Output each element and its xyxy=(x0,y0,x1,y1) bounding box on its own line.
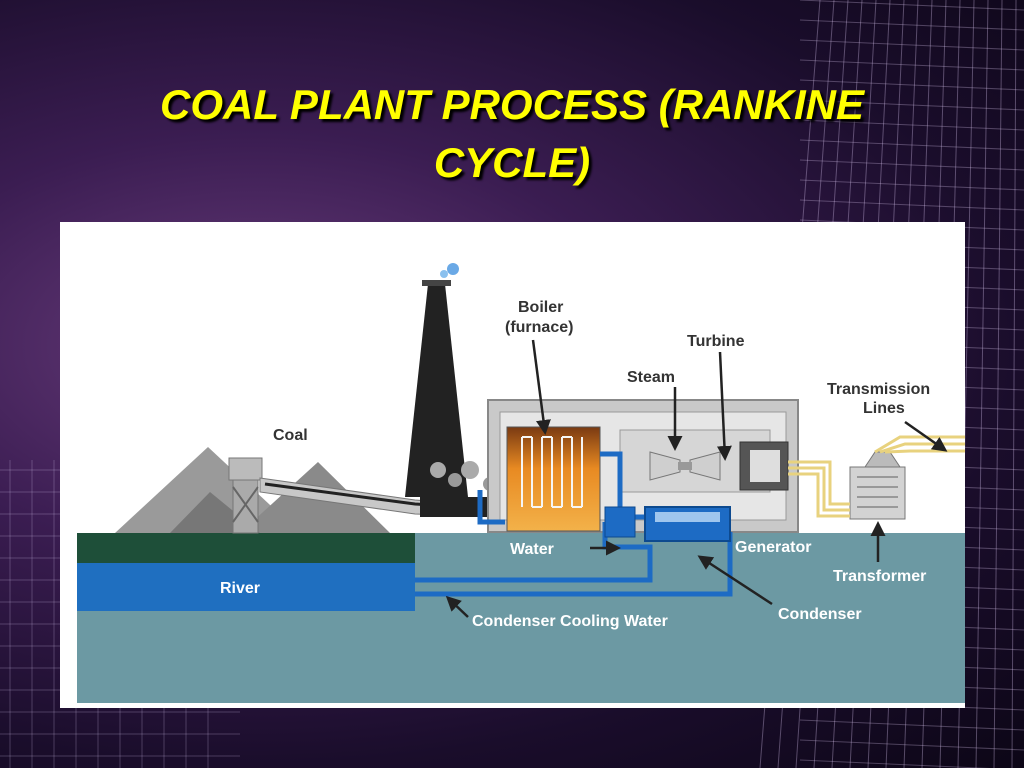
grid-line xyxy=(975,0,989,768)
label-transformer: Transformer xyxy=(833,568,926,585)
grid-line xyxy=(799,719,1024,731)
grid-line xyxy=(993,0,1003,768)
label-turbine: Turbine xyxy=(687,333,745,350)
grid-line xyxy=(799,0,1024,11)
coal-hopper xyxy=(228,457,263,534)
grid-line xyxy=(799,739,1024,751)
grid-line xyxy=(799,79,1024,91)
label-steam: Steam xyxy=(627,369,675,386)
condenser xyxy=(604,506,731,542)
grid-line xyxy=(799,99,1024,111)
grass-bank xyxy=(77,533,415,563)
label-generator: Generator xyxy=(735,539,811,556)
label-arrows xyxy=(445,339,948,618)
generator xyxy=(739,441,789,491)
grid-line xyxy=(1011,0,1017,768)
turbine xyxy=(649,451,721,481)
label-water: Water xyxy=(510,541,554,558)
slide-title-line2: CYCLE) xyxy=(433,139,591,186)
label-transmission-line1: Transmission xyxy=(827,381,930,398)
slide-title: COAL PLANT PROCESS (RANKINE CYCLE) xyxy=(40,76,984,192)
label-boiler-line1: Boiler xyxy=(518,299,563,316)
diagram-panel: Coal Boiler (furnace) Turbine Steam Tran… xyxy=(60,222,965,708)
label-coal: Coal xyxy=(273,427,308,444)
grid-line xyxy=(799,139,1024,151)
grid-line xyxy=(799,179,1024,191)
grid-line xyxy=(799,19,1024,31)
transformer xyxy=(849,451,906,520)
grid-line xyxy=(799,759,991,768)
power-lines xyxy=(788,435,965,518)
label-condenser-cooling-water: Condenser Cooling Water xyxy=(472,613,668,630)
grid-line xyxy=(799,59,1024,71)
label-condenser: Condenser xyxy=(778,606,862,623)
grid-line xyxy=(799,199,1024,211)
boiler-furnace xyxy=(506,426,601,532)
smokestack xyxy=(405,263,468,497)
grid-line xyxy=(799,119,1024,131)
label-river: River xyxy=(220,580,260,597)
river xyxy=(77,563,415,611)
coal-plant-diagram: Coal Boiler (furnace) Turbine Steam Tran… xyxy=(77,263,965,703)
grid-line xyxy=(799,39,1024,51)
label-boiler-line2: (furnace) xyxy=(505,319,573,336)
slide-title-line1: COAL PLANT PROCESS (RANKINE xyxy=(160,81,864,128)
grid-line xyxy=(799,159,1024,171)
label-transmission-line2: Lines xyxy=(863,400,905,417)
